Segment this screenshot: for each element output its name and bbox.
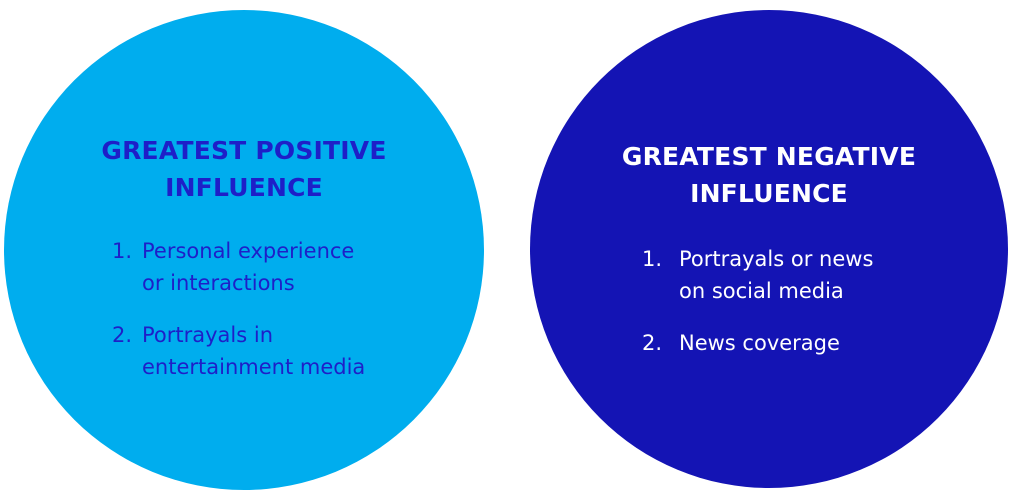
list-item-number: 2.: [642, 331, 663, 355]
positive-title-line-2: INFLUENCE: [165, 173, 323, 202]
positive-list-item-1: 1. Personal experience or interactions: [112, 235, 452, 299]
negative-list-item-2: 2. News coverage: [642, 327, 962, 359]
positive-title: GREATEST POSITIVE INFLUENCE: [4, 132, 484, 206]
list-item-number: 1.: [112, 239, 133, 263]
negative-title-line-2: INFLUENCE: [690, 179, 848, 208]
list-item-text-line-1: News coverage: [679, 331, 840, 355]
negative-list-item-1: 1. Portrayals or news on social media: [642, 243, 962, 307]
negative-list: 1. Portrayals or news on social media 2.…: [642, 243, 962, 359]
positive-list-item-2: 2. Portrayals in entertainment media: [112, 319, 452, 383]
list-item-number: 1.: [642, 247, 663, 271]
positive-influence-circle: GREATEST POSITIVE INFLUENCE 1. Personal …: [4, 10, 484, 490]
positive-title-line-1: GREATEST POSITIVE: [101, 136, 387, 165]
list-item-text-line-1: Personal experience: [142, 239, 355, 263]
positive-list: 1. Personal experience or interactions 2…: [112, 235, 452, 383]
negative-title: GREATEST NEGATIVE INFLUENCE: [530, 138, 1008, 212]
negative-influence-circle: GREATEST NEGATIVE INFLUENCE 1. Portrayal…: [530, 10, 1008, 488]
list-item-text-line-2: on social media: [679, 279, 844, 303]
list-item-number: 2.: [112, 323, 133, 347]
list-item-text-line-1: Portrayals in: [142, 323, 274, 347]
list-item-text-line-2: or interactions: [142, 271, 295, 295]
negative-title-line-1: GREATEST NEGATIVE: [621, 142, 917, 171]
list-item-text-line-2: entertainment media: [142, 355, 366, 379]
list-item-text-line-1: Portrayals or news: [679, 247, 874, 271]
